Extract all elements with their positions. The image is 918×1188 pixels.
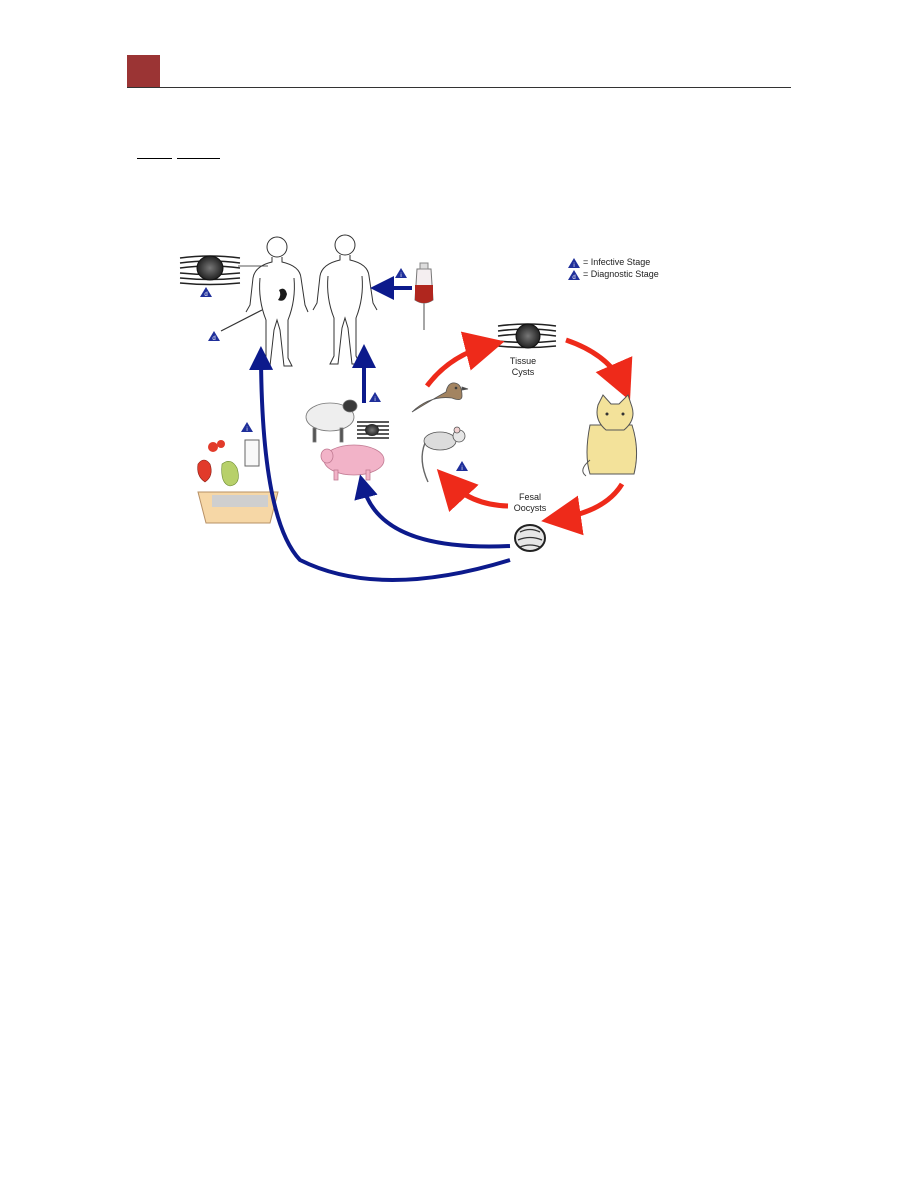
infective-stage-marker-mouse: i: [456, 461, 468, 472]
tissue-cysts-label-line2: Cysts: [512, 367, 535, 377]
header-accent-block: [127, 55, 160, 88]
svg-text:d: d: [204, 292, 207, 298]
pig-illustration: [320, 444, 385, 481]
human-tissue-cyst-illustration: [179, 255, 268, 286]
arrow-cysts-to-cat: [565, 337, 633, 401]
svg-text:i: i: [246, 427, 247, 433]
infective-stage-marker-meat: i: [369, 392, 381, 403]
arrow-cat-to-oocysts: [541, 482, 625, 536]
tissue-cysts-label-line1: Tissue: [510, 356, 536, 366]
diagnostic-stage-marker: d: [200, 287, 212, 298]
meat-tissue-cyst: [357, 421, 389, 439]
legend-infective-icon: i: [568, 258, 580, 269]
heading-underline-right: [177, 158, 220, 159]
diagnostic-stage-marker-biopsy: d: [208, 331, 220, 342]
legend-diagnostic-icon: d: [568, 270, 580, 281]
human-figure-left: [245, 236, 309, 367]
arrow-oocysts-to-human: [249, 346, 511, 582]
legend-infective-label: = Infective Stage: [583, 257, 650, 267]
biopsy-needle: [220, 309, 263, 332]
fecal-oocysts-label-line1: Fesal: [519, 492, 541, 502]
legend-diagnostic-label: = Diagnostic Stage: [583, 269, 659, 279]
arrow-intermediate-to-cysts: [424, 331, 505, 388]
human-figure-right: [312, 234, 378, 365]
svg-text:i: i: [400, 273, 401, 279]
svg-text:i: i: [374, 397, 375, 403]
transmission-arrows: [249, 346, 511, 582]
cycle-tissue-cyst-illustration: [497, 323, 557, 349]
svg-text:i: i: [573, 263, 574, 269]
header-rule: [127, 87, 791, 88]
blood-transfusion-bag: [414, 262, 434, 330]
litter-box-illustration: [197, 491, 279, 524]
heading-underline-left: [137, 158, 172, 159]
cat-illustration: [582, 394, 638, 477]
mouse-illustration: [421, 426, 466, 483]
fecal-oocyst-illustration: [514, 524, 546, 552]
infective-stage-marker-food: i: [241, 422, 253, 433]
cycle-arrows: [424, 331, 633, 536]
fecal-oocysts-label-line2: Oocysts: [514, 503, 547, 513]
legend: i = Infective Stage d = Diagnostic Stage: [568, 257, 659, 281]
produce-and-water-illustration: [197, 439, 260, 487]
arrow-oocysts-to-intermediate: [436, 468, 509, 512]
human-organ-spleen: [278, 288, 287, 301]
svg-text:d: d: [572, 275, 575, 281]
svg-text:i: i: [461, 466, 462, 472]
arrow-oocysts-to-pig: [354, 474, 511, 549]
bird-illustration: [411, 382, 469, 413]
sheep-illustration: [305, 399, 358, 443]
infective-stage-marker-transfusion: i: [395, 268, 407, 279]
svg-text:d: d: [212, 336, 215, 342]
